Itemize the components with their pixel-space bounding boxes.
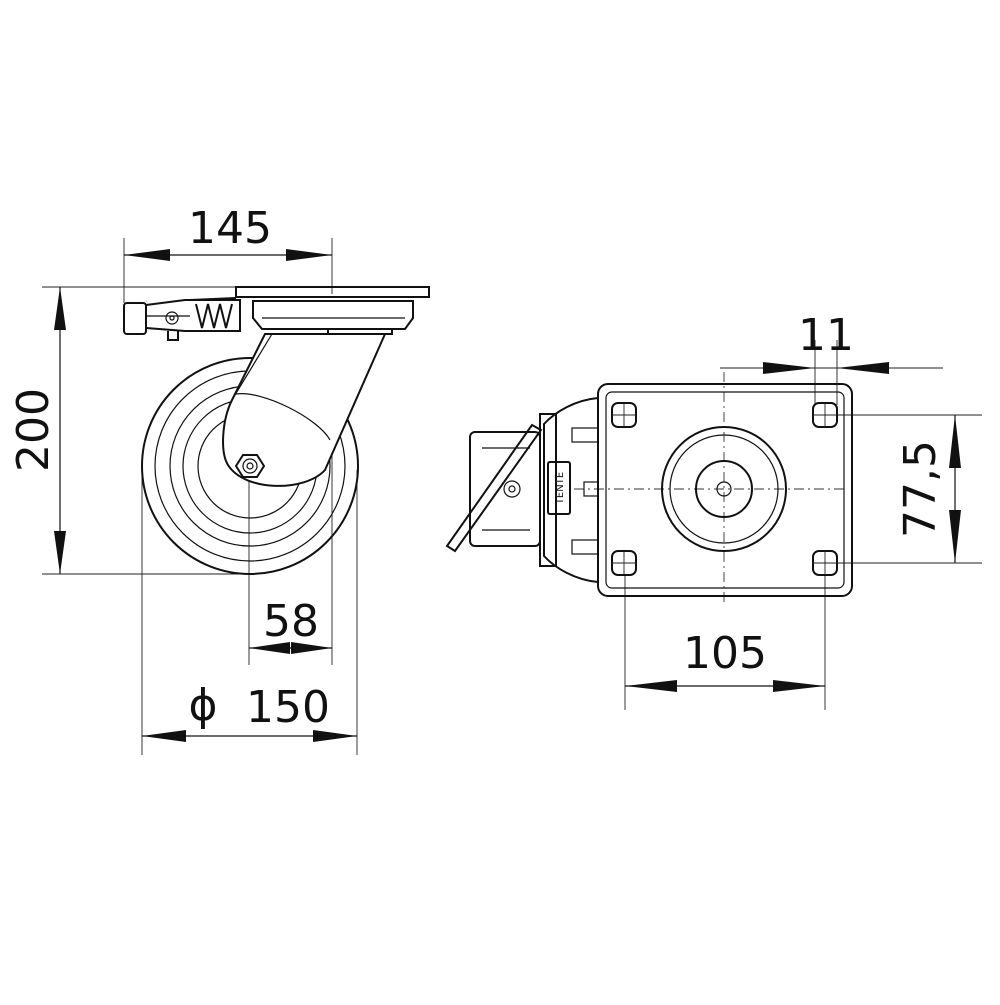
dimension-77-5: 77,5 [895,415,961,563]
dim-200-label: 200 [8,388,59,472]
dimension-11: 11 [763,310,889,374]
axle-nut [234,454,266,478]
dim-77-5-label: 77,5 [895,440,946,538]
spring-icon [195,303,233,329]
diameter-symbol: ϕ [188,680,217,731]
plan-view: 11 77,5 105 [445,310,982,710]
mounting-hole-icon [611,550,637,576]
brake-pedal [445,423,543,553]
brand-label: TENTE [555,472,566,505]
mounting-holes [611,402,838,576]
brake-housing: TENTE [539,397,599,583]
dimension-105: 105 [625,628,825,692]
dimension-145: 145 [124,203,332,261]
brake-lever [123,297,241,341]
dimension-58: 58 [249,596,332,654]
dim-105-label: 105 [683,628,767,679]
mounting-hole-icon [812,550,838,576]
dim-150-label: 150 [246,682,330,733]
mounting-hole-icon [611,402,637,428]
fork [222,333,387,487]
dimension-200: 200 [8,287,66,574]
dim-58-label: 58 [263,596,319,647]
dim-11-label: 11 [798,310,854,361]
top-plate [235,286,430,335]
dimension-diameter-150: ϕ 150 [142,680,357,742]
mounting-hole-icon [812,402,838,428]
dim-145-label: 145 [188,203,272,254]
side-view: 145 200 58 ϕ 150 [8,203,430,755]
swivel-bearing [661,426,787,552]
